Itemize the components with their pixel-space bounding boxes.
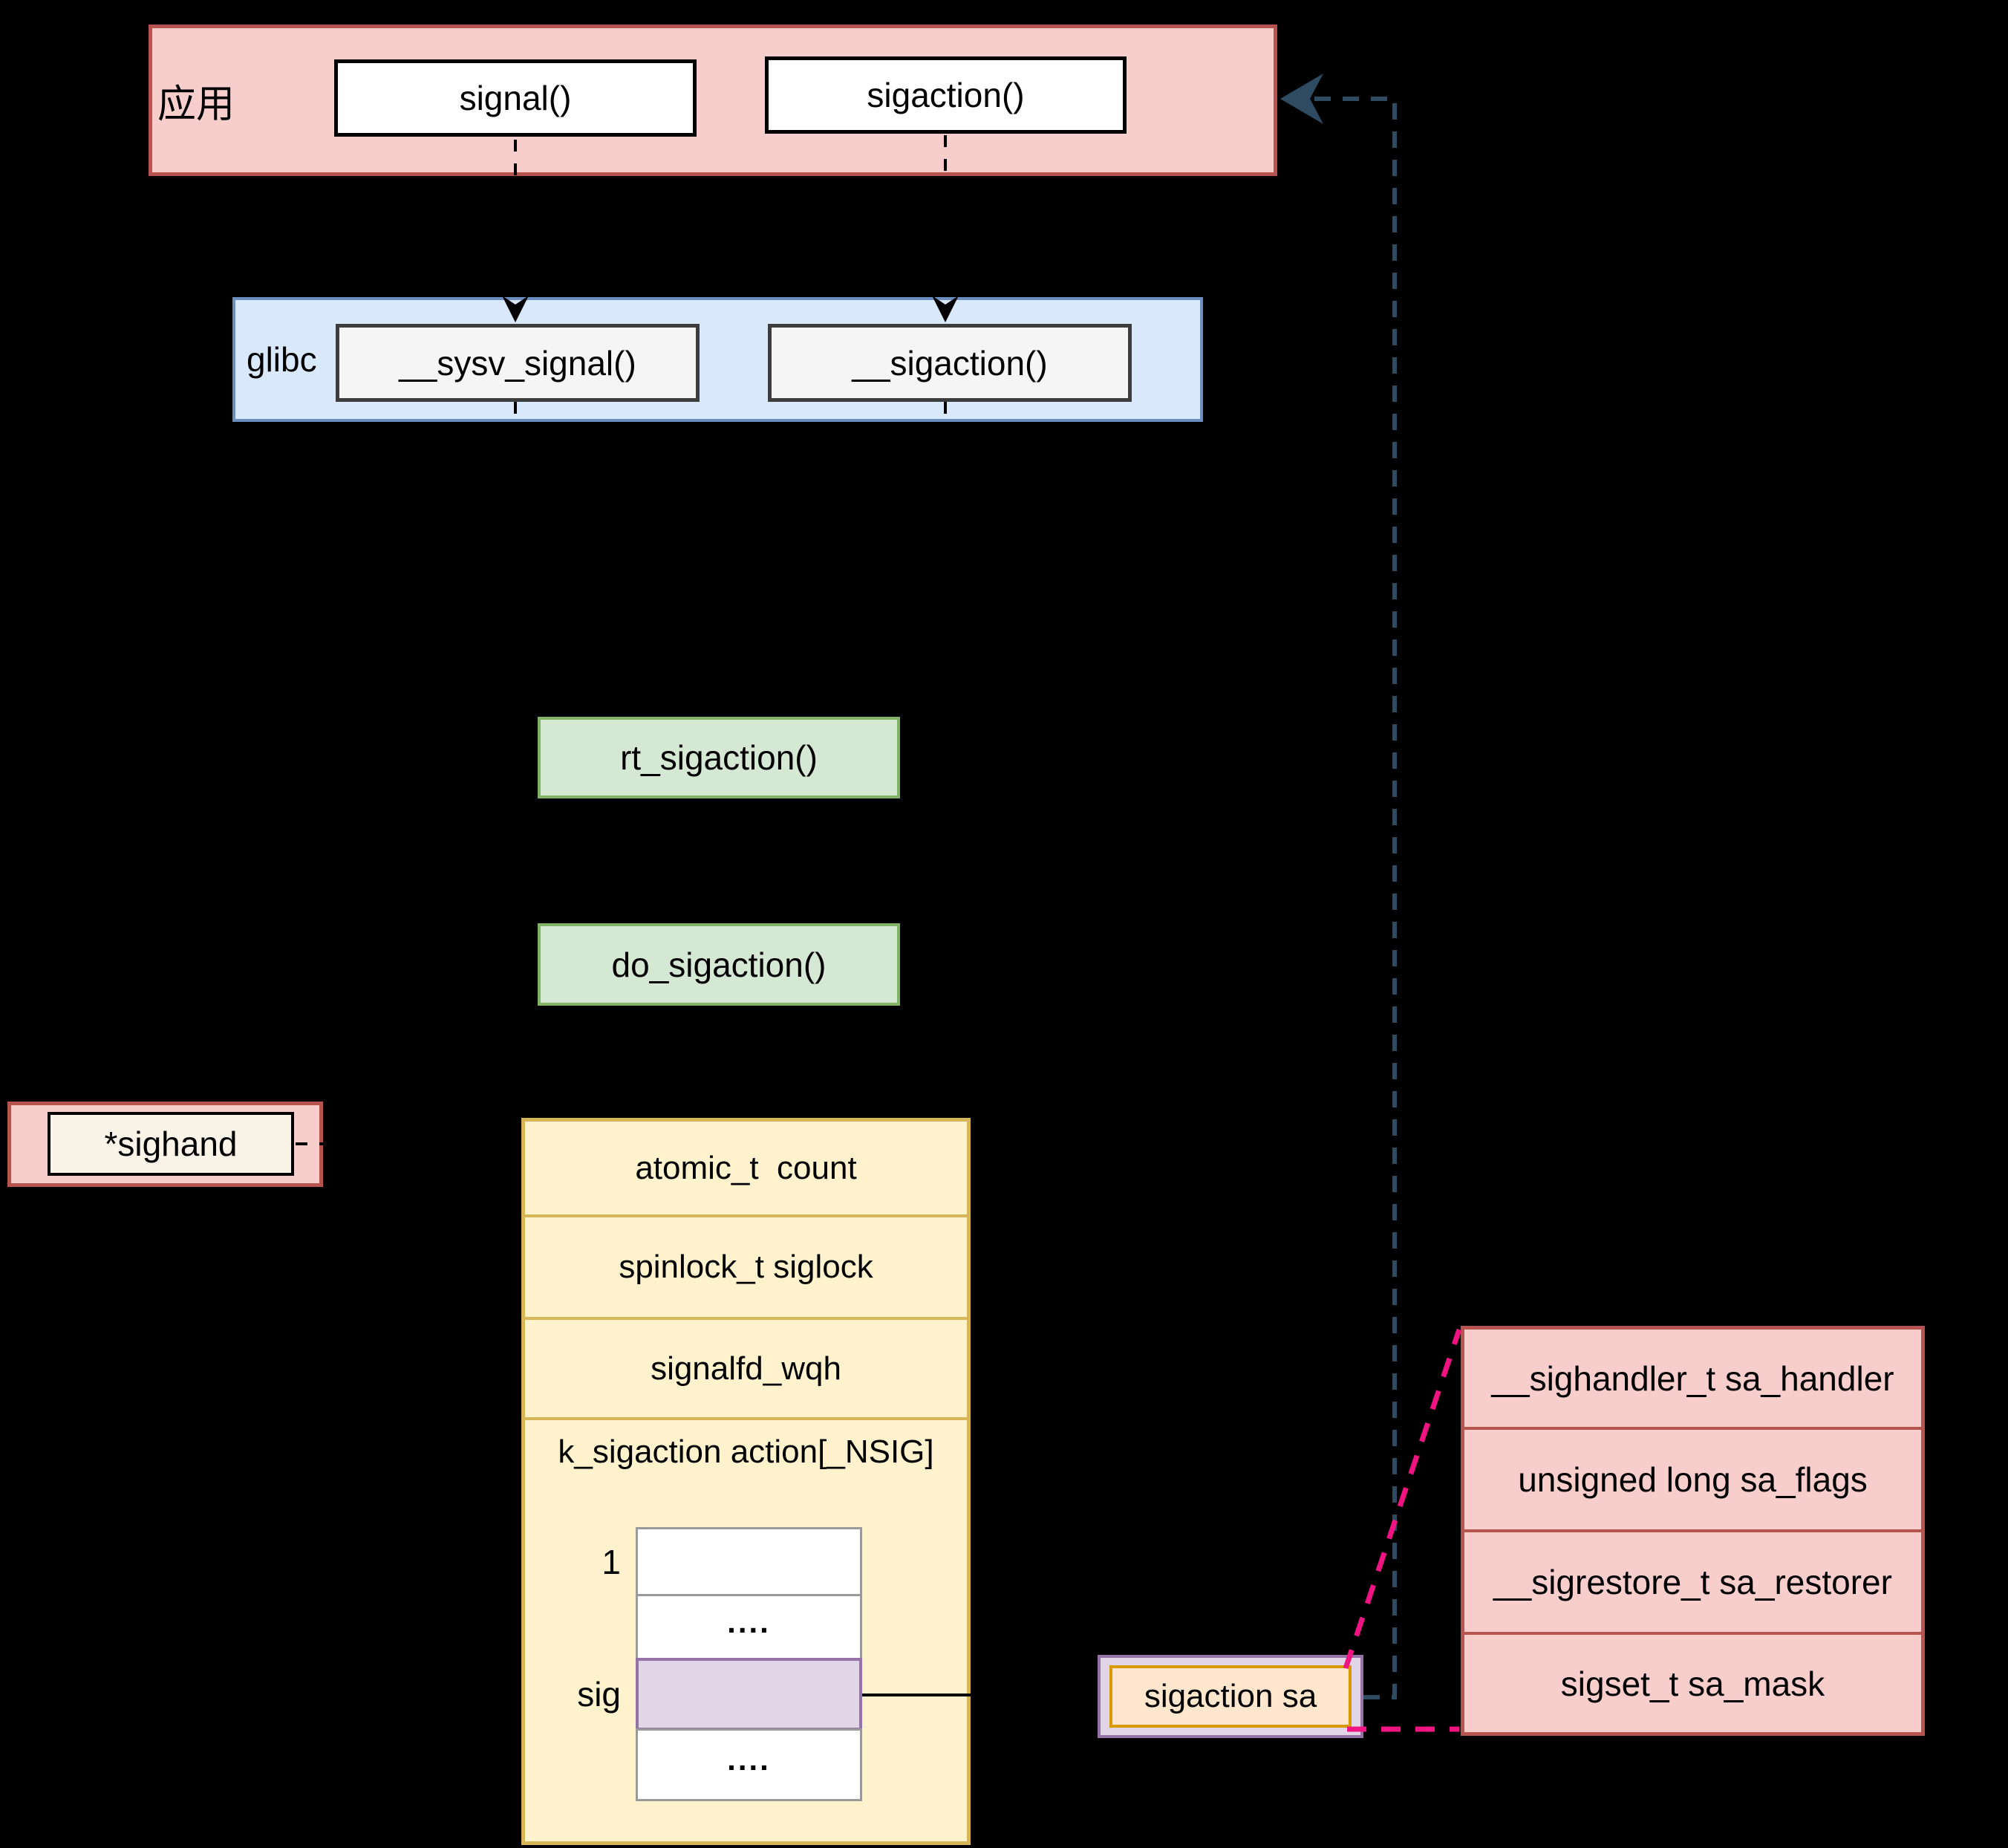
sighand-field-signalfd-wqh: signalfd_wqh	[651, 1350, 841, 1387]
sighand-field-count: atomic_t count	[635, 1149, 857, 1186]
sigaction-sa-box: sigaction sa	[1109, 1665, 1352, 1728]
sighand-struct-separator	[521, 1317, 971, 1320]
dots-text: ....	[727, 1604, 771, 1639]
sysv-signal-function-box: __sysv_signal()	[336, 324, 700, 402]
sigaction-field-sa-mask: sigset_t sa_mask	[1560, 1664, 1825, 1703]
sigaction-field-sa-handler: __sighandler_t sa_handler	[1491, 1359, 1894, 1398]
sighand-struct-separator	[521, 1214, 971, 1217]
dots-text: ....	[727, 1742, 771, 1777]
sighand-struct-separator	[521, 1417, 971, 1420]
sighand-field-action-array-label: k_sigaction action[_NSIG]	[558, 1434, 934, 1470]
sigaction-sa-to-application-connector	[1280, 74, 1397, 1699]
sigaction-field-sa-restorer: __sigrestore_t sa_restorer	[1493, 1563, 1892, 1601]
action-array-cell-sig-highlighted	[636, 1658, 862, 1731]
sigaction-function-box: sigaction()	[765, 56, 1127, 134]
sighand-pointer-box: *sighand	[48, 1112, 294, 1176]
signal-function-box: signal()	[334, 59, 697, 137]
do-sigaction-function-box: do_sigaction()	[538, 923, 900, 1006]
sigaction-struct-separator	[1461, 1529, 1925, 1532]
glibc-layer-label: glibc	[247, 340, 317, 379]
rt-sigaction-function-box: rt_sigaction()	[538, 717, 900, 798]
sigaction-sa-to-struct-top-connector	[1343, 1328, 1462, 1670]
sigaction-struct-separator	[1461, 1427, 1925, 1430]
sysv-to-rt-sigaction-connector	[514, 402, 719, 715]
action-array-cell-1	[636, 1527, 862, 1596]
sigaction-struct-separator	[1461, 1632, 1925, 1635]
arrowhead-left-icon	[1280, 74, 1323, 124]
sighand-field-siglock: spinlock_t siglock	[619, 1249, 873, 1285]
application-layer-label: 应用	[157, 82, 235, 126]
array-index-sig-label: sig	[577, 1675, 621, 1714]
action-array-cell-dots: ....	[636, 1728, 862, 1801]
array-index-1-label: 1	[602, 1542, 621, 1581]
glibc-sigaction-function-box: __sigaction()	[768, 324, 1132, 402]
sigaction-field-sa-flags: unsigned long sa_flags	[1518, 1460, 1868, 1499]
action-array-cell-dots: ....	[636, 1594, 862, 1660]
